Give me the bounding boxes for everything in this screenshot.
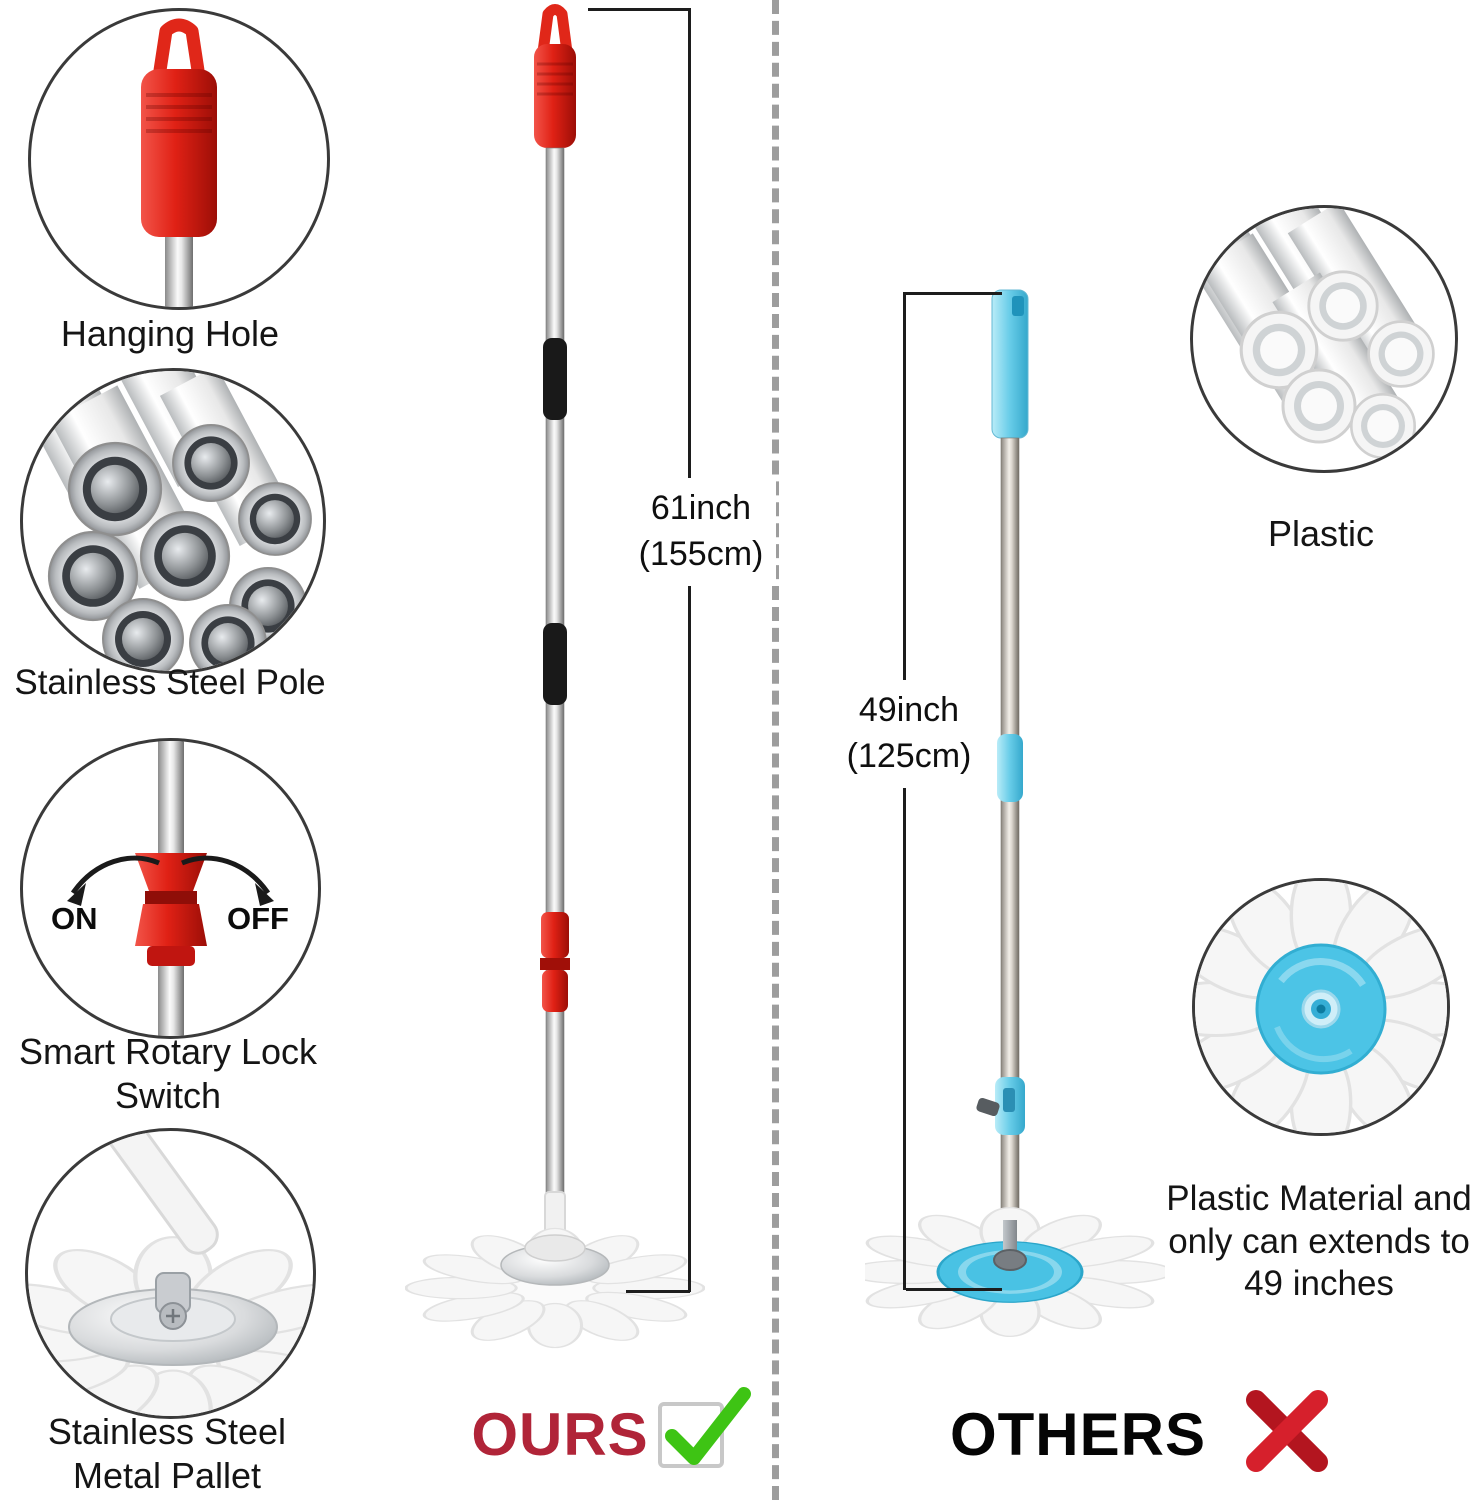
feature-callout-metal-pallet [25,1128,316,1419]
feature-label-steel-pole: Stainless Steel Pole [14,663,326,702]
feature-callout-plastic-material [1192,878,1450,1136]
ours-measure-bottom-tick [626,1290,690,1293]
ours-measure-top-tick [588,8,690,11]
divider-dashed-line [772,0,779,1500]
steel-pole-image [23,371,312,671]
feature-callout-rotary-lock: ON OFF [20,738,321,1039]
others-mop-image [845,282,1175,1382]
metal-pallet-image [28,1131,313,1416]
ours-label: OURS [471,1401,649,1468]
cross-icon [1246,1390,1328,1472]
rotary-on-label: ON [51,901,98,936]
plastic-pipes-image [1193,208,1435,459]
ours-height-cm: (155cm) [638,534,764,573]
check-icon [658,1387,751,1468]
others-measure-bottom-tick [906,1288,1002,1291]
others-label: OTHERS [949,1401,1207,1468]
rotate-left-arrow-icon [70,855,160,895]
feature-callout-steel-pole [20,368,326,674]
feature-label-hanging-hole: Hanging Hole [60,313,280,354]
ours-height-inch: 61inch [650,489,752,527]
ours-mop-image [404,0,706,1370]
rotary-lock-image [67,741,274,1036]
feature-label-rotary-lock: Smart Rotary Lock Switch [18,1031,318,1116]
rotate-right-arrow-icon [181,855,271,895]
hanging-hole-image [141,18,217,307]
rotary-off-label: OFF [227,901,289,936]
others-height-inch: 49inch [858,691,960,729]
others-height-cm: (125cm) [846,736,972,775]
ours-measure-line [688,8,691,1292]
others-measurement: 49inch (125cm) [833,680,985,788]
feature-label-plastic-material: Plastic Material and only can extends to… [1166,1179,1472,1304]
feature-callout-plastic [1190,205,1458,473]
others-measure-line [903,292,906,1290]
feature-label-metal-pallet: Stainless Steel Metal Pallet [47,1411,287,1496]
feature-label-plastic: Plastic [1267,513,1375,554]
others-measure-top-tick [906,292,1002,295]
feature-callout-hanging-hole [28,8,330,310]
plastic-mop-head-image [1195,881,1447,1133]
ours-measurement: 61inch (155cm) [626,478,776,586]
